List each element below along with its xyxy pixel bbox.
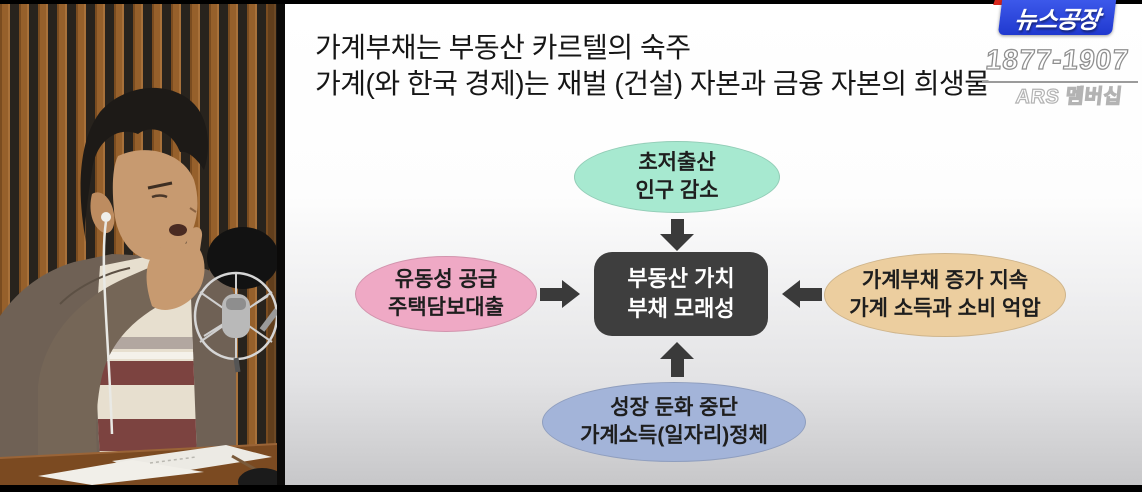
node-text-line: 유동성 공급 xyxy=(394,268,498,291)
logo-text: 뉴스공장 xyxy=(1012,7,1101,34)
node-text-line: 초저출산 xyxy=(638,151,716,174)
guest-body xyxy=(0,254,236,485)
arrow-left-icon xyxy=(782,280,822,308)
ars-membership-label: ARS 멤버십 xyxy=(1014,85,1124,108)
node-text-line: 부채 모래성 xyxy=(627,296,735,321)
node-text-line: 가계부채 증가 지속 xyxy=(861,269,1029,292)
arrow-up-icon xyxy=(660,342,694,377)
slide-title-line2: 가계(와 한국 경제)는 재벌 (건설) 자본과 금융 자본의 희생물 xyxy=(315,68,990,99)
node-text-line: 가계 소득과 소비 억압 xyxy=(849,297,1041,320)
diagram-node-low-birthrate: 초저출산 인구 감소 xyxy=(574,141,780,213)
letterbox-top xyxy=(0,0,1142,4)
desk-mic-base xyxy=(238,468,277,485)
arrow-right-icon xyxy=(540,280,580,308)
diagram-node-liquidity: 유동성 공급 주택담보대출 xyxy=(355,256,537,332)
news-factory-logo: 뉴스공장 xyxy=(997,0,1117,35)
node-text-line: 부동산 가치 xyxy=(627,266,735,291)
letterbox-bottom xyxy=(0,485,1142,492)
node-text-line: 가계소득(일자리)정체 xyxy=(580,424,768,447)
desk xyxy=(0,443,277,485)
paper-sheet xyxy=(38,460,204,485)
slide-title-line1: 가계부채는 부동산 카르텔의 숙주 xyxy=(315,32,691,63)
earphone xyxy=(101,212,114,435)
studio-video-panel xyxy=(0,4,277,485)
microphone xyxy=(193,227,277,373)
guest-hand xyxy=(146,227,205,310)
phone-underline xyxy=(982,81,1138,83)
studio-scene xyxy=(0,4,277,485)
node-text-line: 주택담보대출 xyxy=(388,296,504,319)
guest-head xyxy=(80,87,208,260)
arrow-down-icon xyxy=(660,219,694,251)
node-text-line: 성장 둔화 중단 xyxy=(610,396,738,419)
node-text-line: 인구 감소 xyxy=(635,179,719,202)
ars-phone-number: 1877-1907 xyxy=(984,43,1131,75)
diagram-node-household-debt: 가계부채 증가 지속 가계 소득과 소비 억압 xyxy=(824,253,1066,337)
panel-divider xyxy=(277,0,285,492)
diagram-node-growth-stagnation: 성장 둔화 중단 가계소득(일자리)정체 xyxy=(542,382,806,462)
slide-title: 가계부채는 부동산 카르텔의 숙주 가계(와 한국 경제)는 재벌 (건설) 자… xyxy=(315,30,990,102)
diagram-node-center-real-estate: 부동산 가치 부채 모래성 xyxy=(594,252,768,336)
